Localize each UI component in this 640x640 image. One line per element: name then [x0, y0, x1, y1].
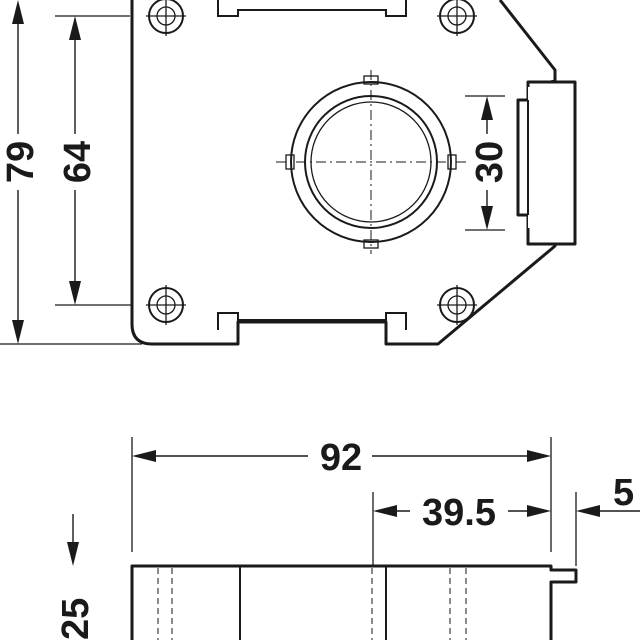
screw-hole-bottom-right [437, 285, 477, 325]
cylinder-hole [276, 70, 466, 254]
dimension-39-5: 39.5 [373, 488, 551, 534]
dimension-92: 92 [132, 432, 551, 479]
screw-hole-top-right [437, 0, 477, 36]
dimension-64: 64 [56, 16, 99, 305]
lock-body-outline [130, 0, 557, 346]
bottom-slot [217, 312, 407, 330]
side-body-outline [130, 564, 578, 640]
dim-label-30: 30 [469, 141, 511, 183]
dimension-25: 25 [55, 514, 97, 640]
dimension-79: 79 [0, 0, 42, 344]
screw-hole-bottom-left [146, 285, 186, 325]
side-view: 92 39.5 5 25 [55, 432, 640, 640]
dim-label-79: 79 [0, 141, 42, 183]
dim-label-92: 92 [320, 437, 362, 479]
dim-label-25: 25 [55, 598, 97, 640]
screw-hole-top-left [146, 0, 186, 36]
top-slot [217, 0, 407, 17]
top-view: 79 64 30 [0, 0, 577, 346]
dim-label-64: 64 [57, 141, 99, 183]
dimension-5: 5 [576, 472, 640, 517]
dim-label-5: 5 [613, 472, 634, 514]
bolt-plate [526, 80, 577, 246]
dimension-30: 30 [465, 95, 511, 231]
dim-label-39-5: 39.5 [422, 492, 496, 534]
